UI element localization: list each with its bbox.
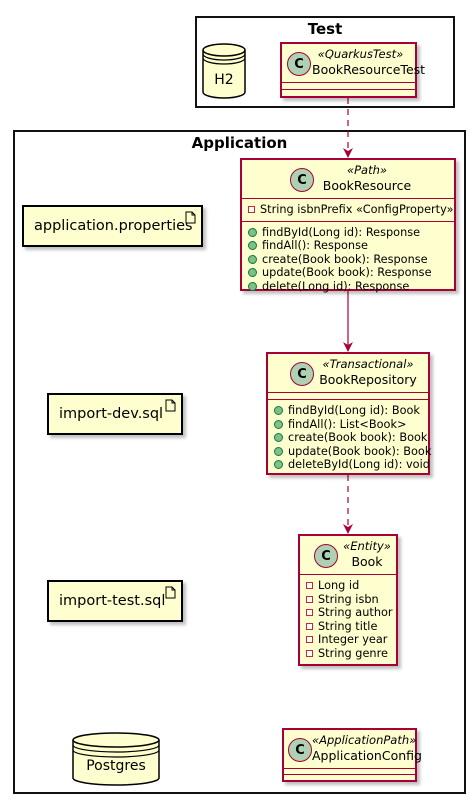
field-row: String title <box>306 620 390 634</box>
field-row: String isbnPrefix «ConfigProperty» <box>248 203 454 217</box>
class-type-icon: C <box>314 544 338 568</box>
private-marker-icon <box>248 206 255 214</box>
class-stereotype: «QuarkusTest» <box>317 47 404 61</box>
public-marker-icon <box>274 460 283 470</box>
class-methods: findById(Long id): Book findAll(): List<… <box>268 400 431 476</box>
private-marker-icon <box>306 595 313 603</box>
class-header: C «QuarkusTest» BookResourceTest <box>282 44 426 83</box>
method-row: create(Book book): Book <box>274 431 427 445</box>
method-row: findAll(): List<Book> <box>274 418 422 432</box>
class-type-icon: C <box>290 362 314 386</box>
document-icon <box>165 399 176 412</box>
private-marker-icon <box>306 622 313 630</box>
document-icon <box>165 586 176 599</box>
class-application-config: C «ApplicationPath» ApplicationConfig <box>282 728 422 782</box>
method-row: deleteById(Long id): void <box>274 458 430 472</box>
package-test-title: Test <box>307 20 343 38</box>
class-stereotype: «Path» <box>347 163 387 177</box>
public-marker-icon <box>248 241 257 251</box>
package-application-title: Application <box>191 134 288 152</box>
public-marker-icon <box>248 254 257 264</box>
method-row: update(Book book): Response <box>248 266 448 280</box>
class-stereotype: «Transactional» <box>322 357 414 371</box>
document-icon <box>185 211 196 224</box>
class-book: C «Entity» Book Long id String isbn Stri… <box>298 534 398 666</box>
database-postgres-shape <box>72 732 160 786</box>
field-row: Integer year <box>306 633 390 647</box>
class-type-icon: C <box>287 52 311 76</box>
artifact-import-dev-sql: import-dev.sql <box>47 393 183 435</box>
private-marker-icon <box>306 582 313 590</box>
private-marker-icon <box>306 636 313 644</box>
class-fields: String isbnPrefix «ConfigProperty» <box>242 199 454 222</box>
public-marker-icon <box>274 406 283 416</box>
method-row: create(Book book): Response <box>248 253 448 267</box>
class-stereotype: «Entity» <box>343 539 391 553</box>
class-stereotype: «ApplicationPath» <box>312 733 417 747</box>
database-h2-shape <box>202 43 246 99</box>
class-name: BookResource <box>322 178 412 193</box>
class-header: C «ApplicationPath» ApplicationConfig <box>284 730 422 769</box>
private-marker-icon <box>306 609 313 617</box>
class-book-resource-test: C «QuarkusTest» BookResourceTest <box>280 42 426 98</box>
public-marker-icon <box>274 419 283 429</box>
public-marker-icon <box>274 446 283 456</box>
artifact-label: import-dev.sql <box>59 406 164 422</box>
method-row: findById(Long id): Book <box>274 404 422 418</box>
method-row: delete(Long id): Response <box>248 280 448 294</box>
field-row: String isbn <box>306 593 390 607</box>
class-header: C «Entity» Book <box>300 536 396 575</box>
method-row: findAll(): Response <box>248 239 448 253</box>
public-marker-icon <box>248 281 257 291</box>
artifact-label: import-test.sql <box>59 593 166 609</box>
field-row: Long id <box>306 579 390 593</box>
class-methods: findById(Long id): Response findAll(): R… <box>242 222 454 298</box>
artifact-import-test-sql: import-test.sql <box>47 580 183 622</box>
public-marker-icon <box>274 433 283 443</box>
database-h2-label: H2 <box>214 72 234 88</box>
public-marker-icon <box>248 268 257 278</box>
field-row: String author <box>306 606 393 620</box>
class-type-icon: C <box>288 738 312 762</box>
method-row: update(Book book): Book <box>274 445 431 459</box>
field-row: String genre <box>306 647 390 661</box>
method-row: findById(Long id): Response <box>248 226 448 240</box>
class-header: C «Path» BookResource <box>242 160 454 199</box>
private-marker-icon <box>306 649 313 657</box>
class-fields: Long id String isbn String author String… <box>300 575 396 665</box>
class-header: C «Transactional» BookRepository <box>268 354 428 393</box>
database-postgres-label: Postgres <box>86 758 146 774</box>
class-name: Book <box>351 554 383 569</box>
artifact-application-properties: application.properties <box>22 205 203 247</box>
class-book-resource: C «Path» BookResource String isbnPrefix … <box>240 158 456 293</box>
class-book-repository: C «Transactional» BookRepository findByI… <box>266 352 431 476</box>
class-name: BookResourceTest <box>312 62 426 77</box>
artifact-label: application.properties <box>34 218 193 234</box>
class-name: ApplicationConfig <box>312 748 422 763</box>
class-name: BookRepository <box>319 372 417 387</box>
class-type-icon: C <box>290 168 314 192</box>
public-marker-icon <box>248 227 257 237</box>
